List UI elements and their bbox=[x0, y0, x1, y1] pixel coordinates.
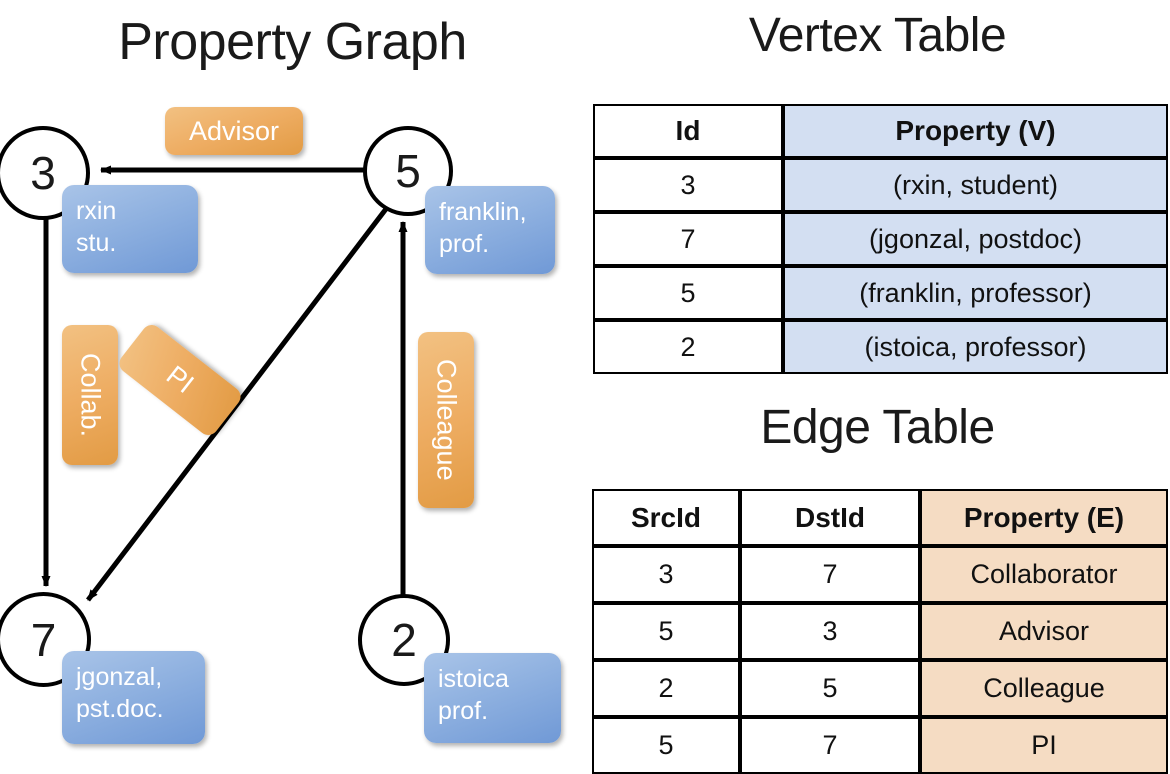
vertex-property-box-7[interactable]: jgonzal, pst.doc. bbox=[62, 651, 205, 744]
vertex-table-cell-property: (istoica, professor) bbox=[783, 320, 1168, 374]
page-title-vertex-table: Vertex Table bbox=[748, 9, 1007, 62]
vertex-property-box-5[interactable]: franklin, prof. bbox=[425, 186, 555, 274]
table-row[interactable]: 5 (franklin, professor) bbox=[593, 266, 1168, 320]
table-row[interactable]: 2 (istoica, professor) bbox=[593, 320, 1168, 374]
vertex-table-header-id: Id bbox=[593, 104, 783, 158]
edge-table-cell-property: Advisor bbox=[920, 603, 1168, 660]
vertex-table-cell-id: 7 bbox=[593, 212, 783, 266]
table-row[interactable]: 5 7 PI bbox=[592, 717, 1168, 774]
vertex-property-box-3[interactable]: rxin stu. bbox=[62, 185, 198, 273]
vertex-property-box-5-line1: franklin, bbox=[439, 198, 527, 226]
vertex-table-cell-id: 3 bbox=[593, 158, 783, 212]
property-graph-diagram: 3 5 7 2 rxin stu. franklin, prof. jgonza… bbox=[0, 0, 585, 760]
vertex-table-cell-id: 5 bbox=[593, 266, 783, 320]
edge-table-cell-property: Collaborator bbox=[920, 546, 1168, 603]
edge-label-collab[interactable]: Collab. bbox=[62, 325, 118, 465]
vertex-property-box-2[interactable]: istoica prof. bbox=[424, 653, 561, 743]
edge-label-advisor-text: Advisor bbox=[188, 115, 280, 146]
vertex-table-header-property: Property (V) bbox=[783, 104, 1168, 158]
vertex-table-cell-property: (jgonzal, postdoc) bbox=[783, 212, 1168, 266]
table-row[interactable]: 5 3 Advisor bbox=[592, 603, 1168, 660]
edge-table-cell-dstid: 5 bbox=[740, 660, 920, 717]
edge-table-header-property: Property (E) bbox=[920, 489, 1168, 546]
edge-table-cell-property: PI bbox=[920, 717, 1168, 774]
vertex-property-box-3-line1: rxin bbox=[76, 197, 117, 225]
edge-table-cell-srcid: 3 bbox=[592, 546, 740, 603]
table-row[interactable]: 3 (rxin, student) bbox=[593, 158, 1168, 212]
edge-table: SrcId DstId Property (E) 3 7 Collaborato… bbox=[592, 489, 1168, 774]
vertex-table-cell-property: (franklin, professor) bbox=[783, 266, 1168, 320]
edge-table-cell-dstid: 7 bbox=[740, 717, 920, 774]
vertex-table-cell-property: (rxin, student) bbox=[783, 158, 1168, 212]
vertex-property-box-3-line2: stu. bbox=[76, 229, 117, 257]
graph-node-5-label: 5 bbox=[395, 145, 421, 197]
edge-label-pi-text: PI bbox=[161, 359, 200, 400]
edge-label-advisor[interactable]: Advisor bbox=[165, 107, 303, 155]
edge-table-header-srcid: SrcId bbox=[592, 489, 740, 546]
vertex-property-box-7-line2: pst.doc. bbox=[76, 695, 164, 723]
edge-table-header-dstid: DstId bbox=[740, 489, 920, 546]
edge-table-header-row: SrcId DstId Property (E) bbox=[592, 489, 1168, 546]
table-row[interactable]: 2 5 Colleague bbox=[592, 660, 1168, 717]
edge-label-colleague-text: Colleague bbox=[431, 359, 462, 481]
vertex-property-box-2-line2: prof. bbox=[438, 697, 489, 725]
graph-node-3-label: 3 bbox=[30, 147, 56, 199]
edge-label-colleague[interactable]: Colleague bbox=[418, 332, 474, 508]
vertex-property-box-2-line1: istoica bbox=[438, 665, 509, 693]
edge-table-cell-srcid: 5 bbox=[592, 603, 740, 660]
graph-node-7-label: 7 bbox=[30, 613, 57, 666]
vertex-table: Id Property (V) 3 (rxin, student) 7 (jgo… bbox=[593, 104, 1168, 374]
table-row[interactable]: 3 7 Collaborator bbox=[592, 546, 1168, 603]
vertex-property-box-5-line2: prof. bbox=[439, 230, 490, 258]
edge-table-cell-property: Colleague bbox=[920, 660, 1168, 717]
vertex-table-header-row: Id Property (V) bbox=[593, 104, 1168, 158]
vertex-table-cell-id: 2 bbox=[593, 320, 783, 374]
vertex-property-box-7-line1: jgonzal, bbox=[76, 663, 163, 691]
page-title-property-graph: Property Graph bbox=[118, 13, 467, 71]
edge-table-cell-srcid: 5 bbox=[592, 717, 740, 774]
edge-table-cell-srcid: 2 bbox=[592, 660, 740, 717]
table-row[interactable]: 7 (jgonzal, postdoc) bbox=[593, 212, 1168, 266]
page-title-edge-table: Edge Table bbox=[760, 401, 995, 454]
graph-node-2-label: 2 bbox=[391, 614, 417, 666]
edge-table-cell-dstid: 3 bbox=[740, 603, 920, 660]
edge-label-collab-text: Collab. bbox=[75, 352, 106, 438]
edge-table-cell-dstid: 7 bbox=[740, 546, 920, 603]
